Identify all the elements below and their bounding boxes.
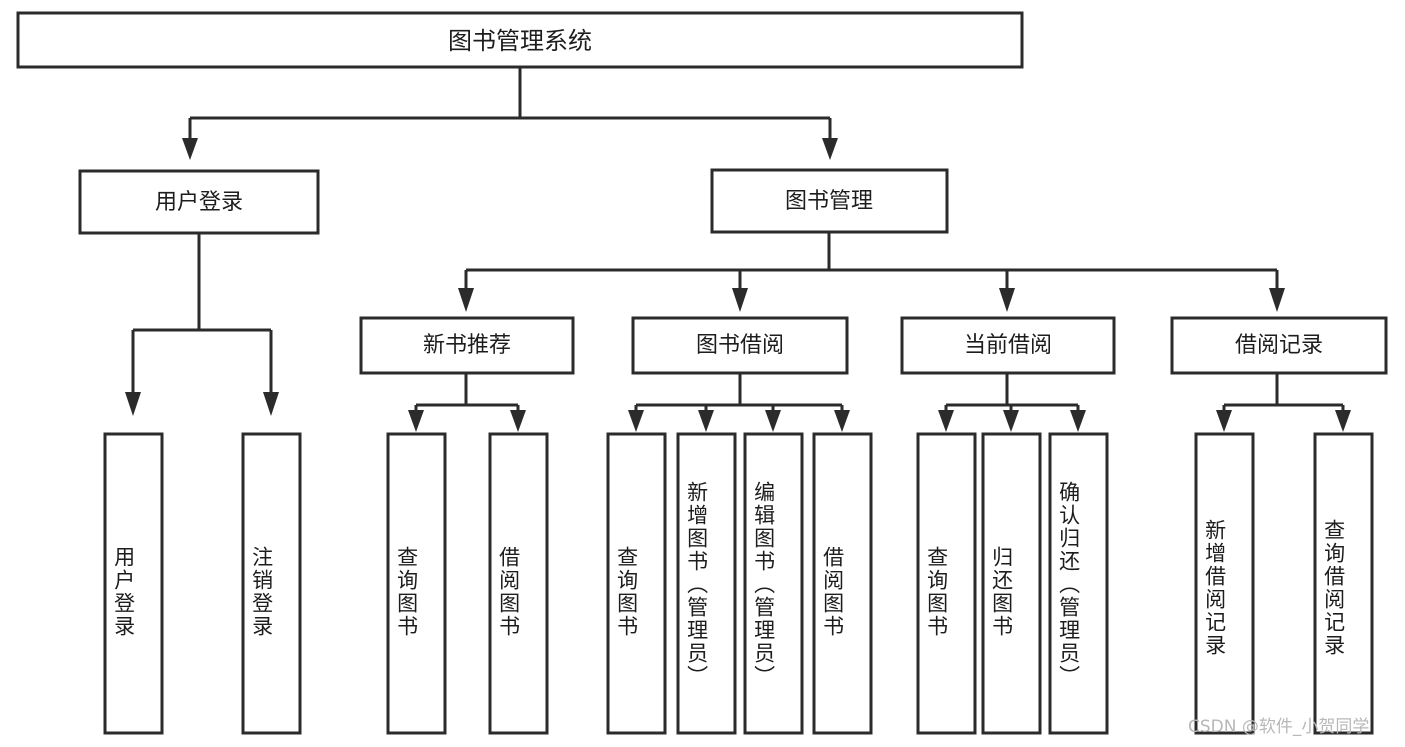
csdn-watermark: CSDN @软件_小贺同学 [1188,717,1370,737]
node-l2-新书推荐[interactable] [359,316,575,375]
node-leaf-borrow-book-a[interactable] [488,432,549,735]
node-leaf-return-book[interactable] [981,432,1042,735]
node-leaf-query-book-c[interactable] [916,432,977,735]
node-leaf-user-login[interactable] [103,432,164,735]
node-leaf-query-book-a[interactable] [386,432,447,735]
connector-currentborrow-to-leaves [938,373,1086,432]
connector-bookborrow-to-leaves [628,373,850,432]
label-l2-new-book: 新书推荐 [423,333,511,358]
node-leaf-confirm-return[interactable] [1048,432,1109,735]
label-root-title: 图书管理系统 [448,27,592,55]
node-leaf-edit-book[interactable] [743,432,804,735]
node-l1-用户登录[interactable] [78,169,320,235]
label-l2-borrow-record: 借阅记录 [1235,333,1323,358]
node-leaf-query-record[interactable] [1313,432,1374,735]
connector-userlogin-to-leaves [125,233,279,416]
label-l1-user-login: 用户登录 [155,190,243,215]
connector-borrowrecord-to-leaves [1216,373,1351,432]
node-l2-借阅记录[interactable] [1170,316,1388,375]
node-l2-图书借阅[interactable] [631,316,849,375]
label-l2-current-borrow: 当前借阅 [964,333,1052,358]
connector-root-to-level1 [182,67,838,160]
node-leaf-add-record[interactable] [1194,432,1255,735]
node-l1-图书管理[interactable] [710,168,949,234]
label-l2-book-borrow: 图书借阅 [696,333,784,358]
node-leaf-logout[interactable] [241,432,302,735]
node-l2-当前借阅[interactable] [900,316,1116,375]
node-leaf-borrow-book-b[interactable] [812,432,873,735]
node-leaf-query-book-b[interactable] [606,432,667,735]
node-root-图书管理系统[interactable] [16,11,1024,69]
connector-newbook-to-leaves [408,373,526,432]
node-leaf-add-book[interactable] [676,432,737,735]
label-l1-book-manage: 图书管理 [785,189,873,214]
connector-bookmanage-to-level2 [458,232,1285,312]
